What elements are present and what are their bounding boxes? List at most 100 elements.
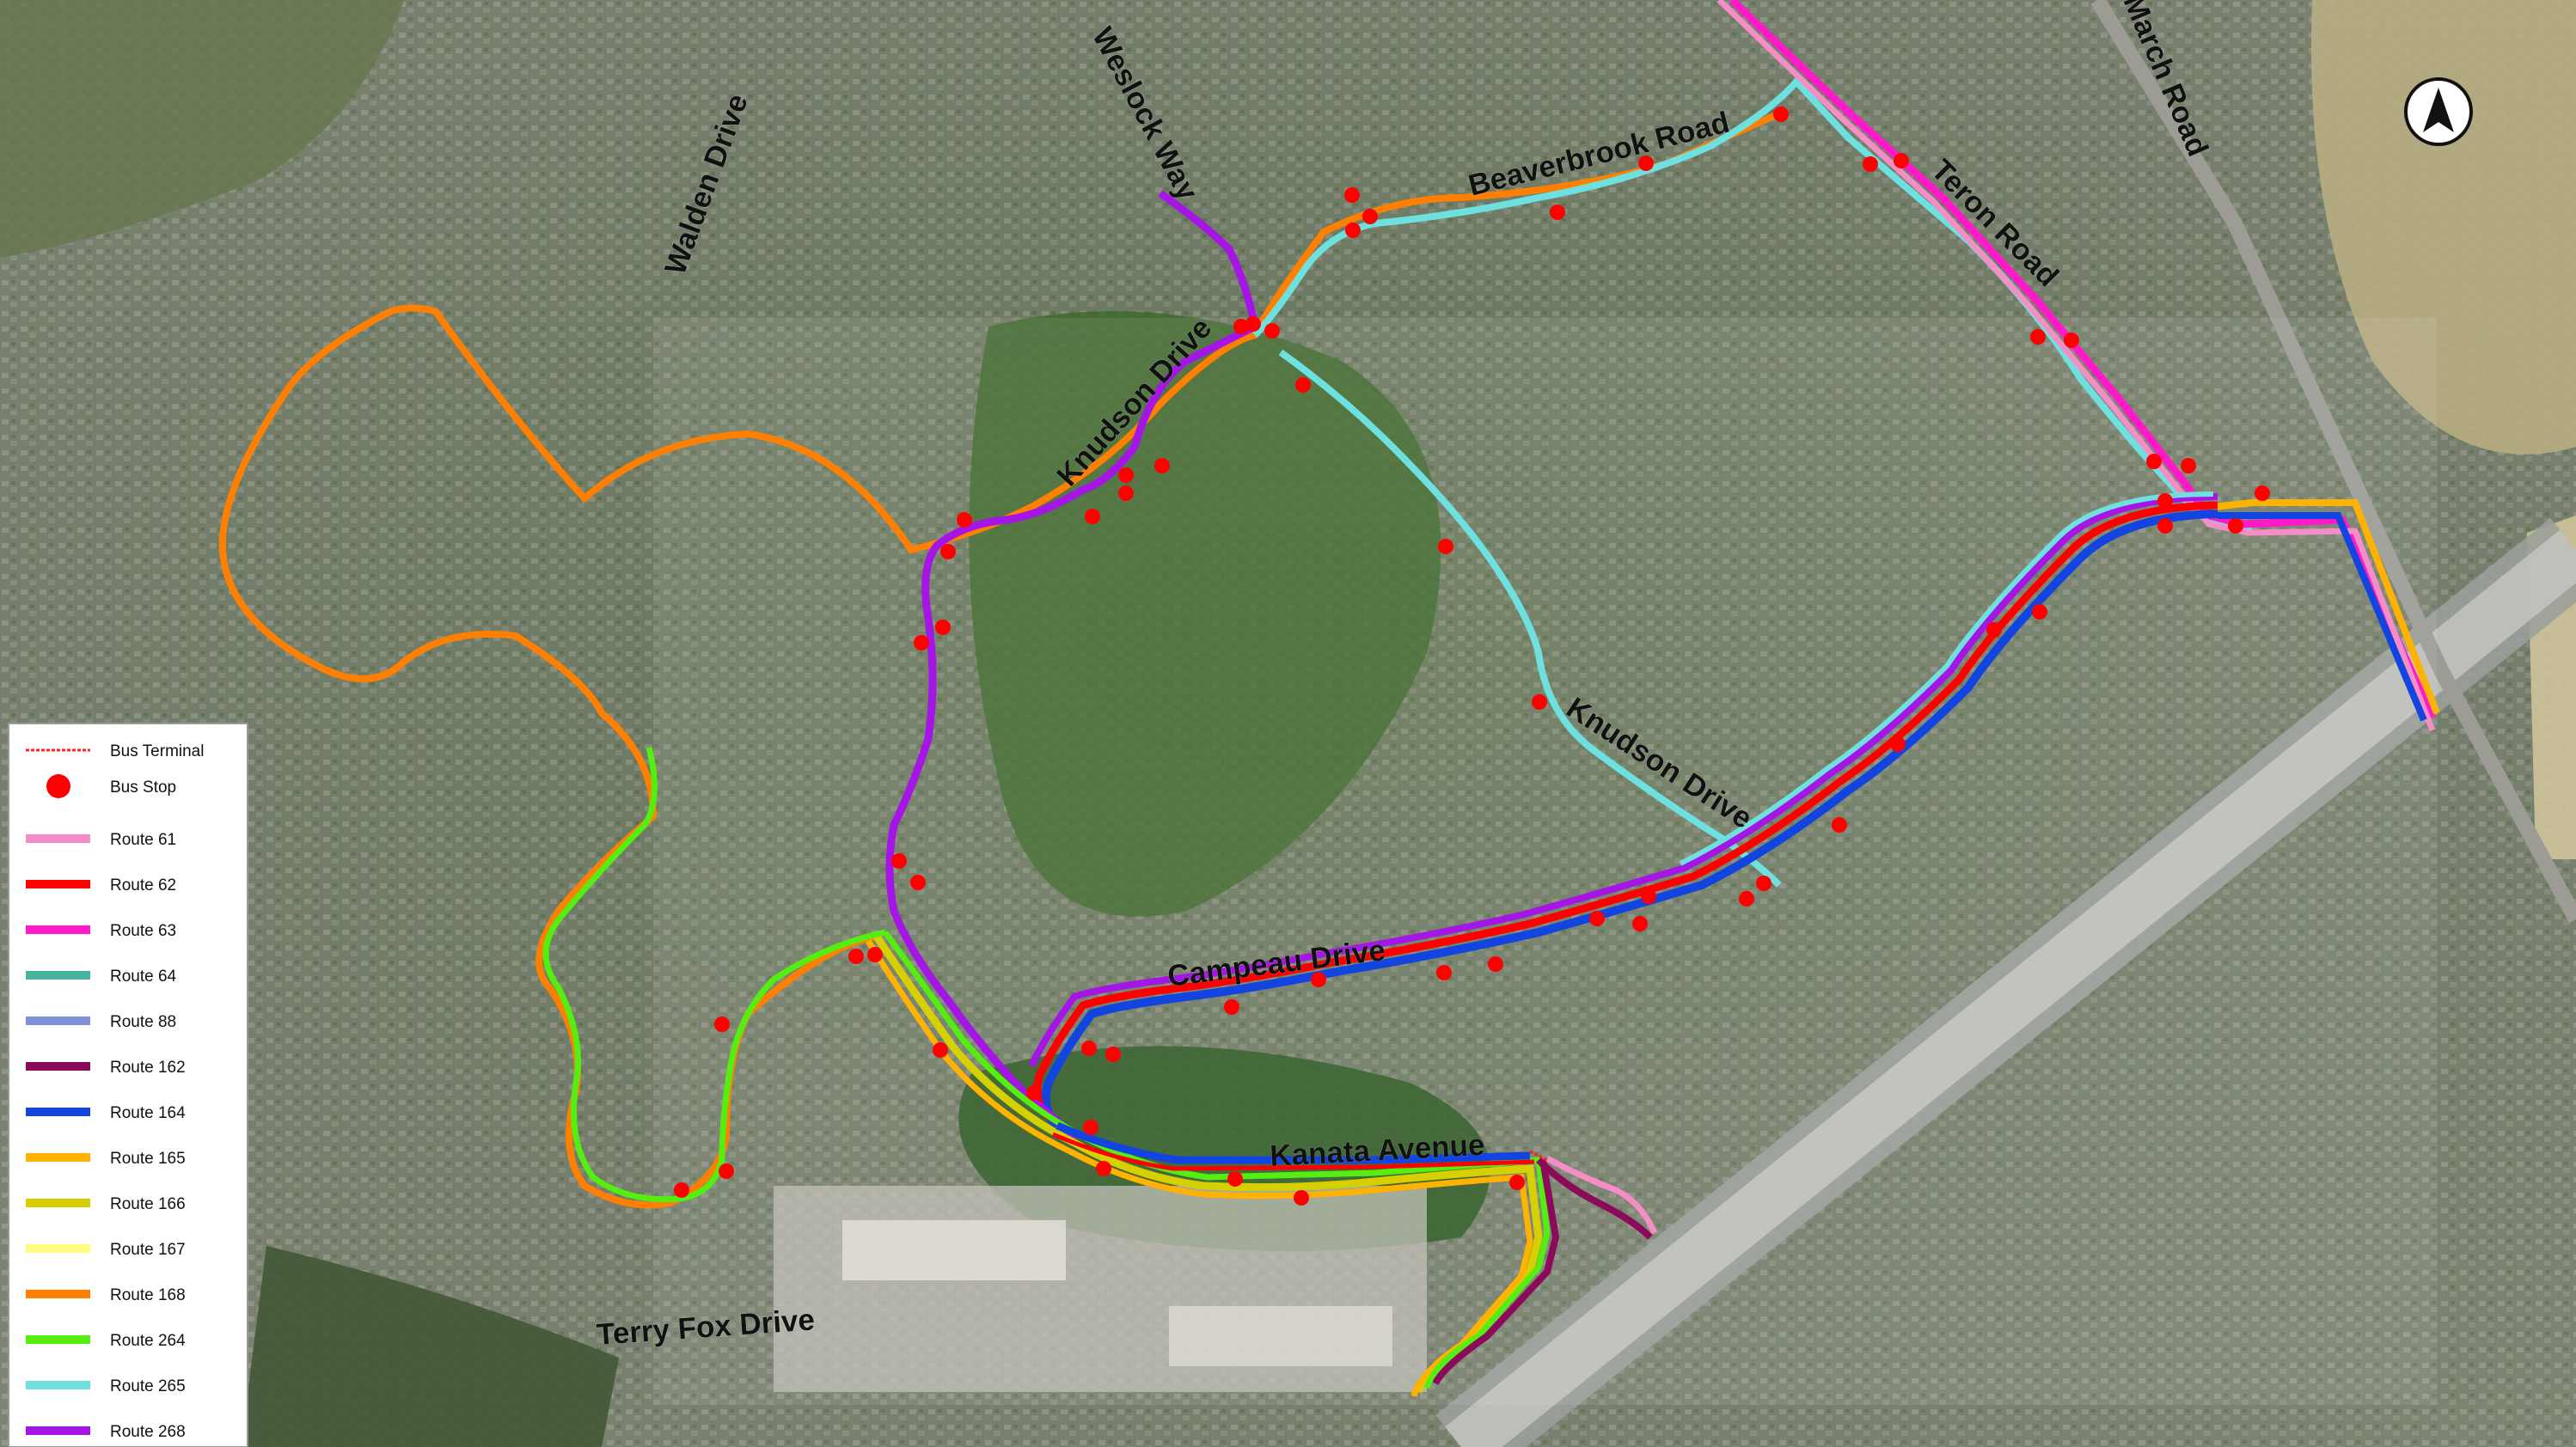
bus-stop-icon[interactable] (1264, 323, 1280, 339)
bus-stop-icon[interactable] (1311, 972, 1326, 987)
bus-stop-icon[interactable] (2255, 485, 2270, 501)
bus-stop-icon[interactable] (1224, 999, 1239, 1015)
bus-stop-icon[interactable] (1509, 1175, 1525, 1190)
bus-stop-icon[interactable] (957, 512, 972, 528)
bus-stop-icon[interactable] (1773, 107, 1789, 122)
route-164-kanata[interactable] (1055, 1121, 1531, 1164)
bus-stop-icon[interactable] (1345, 223, 1361, 238)
legend-routes: Route 61 Route 62 Route 63 Route 64 Route 88… (26, 831, 186, 1441)
bus-stop-icon[interactable] (1026, 1085, 1042, 1101)
bus-stops (674, 107, 2270, 1206)
bus-stop-icon[interactable] (2146, 454, 2162, 469)
legend-route-row: Route 166 (26, 1195, 186, 1213)
bus-stop-icon[interactable] (1233, 319, 1249, 334)
bus-stop-icon[interactable] (2181, 458, 2196, 473)
route-265-line[interactable] (1252, 76, 2253, 888)
route-168-line[interactable] (218, 304, 878, 1209)
bus-stop-icon[interactable] (1083, 1120, 1098, 1135)
bus-stop-icon[interactable] (2064, 333, 2079, 348)
legend-route-row: Route 88 (26, 1013, 176, 1031)
bus-stop-icon[interactable] (1154, 458, 1170, 473)
legend-stop-label: Bus Stop (110, 778, 176, 797)
route-61-line[interactable] (1716, 0, 2436, 732)
route-268-knudson[interactable] (885, 190, 1260, 1145)
legend-route-label: Route 61 (110, 831, 176, 849)
route-62-kanata[interactable] (1052, 1132, 1535, 1171)
bus-stop-icon[interactable] (1532, 694, 1547, 710)
routes (218, 0, 2440, 1397)
bus-stop-icon[interactable] (1362, 209, 1378, 224)
bus-stop-icon[interactable] (1118, 485, 1134, 501)
bus-stop-icon[interactable] (1894, 153, 1909, 168)
bus-stop-icon[interactable] (1085, 509, 1100, 524)
bus-stop-icon[interactable] (1488, 956, 1503, 972)
bus-stop-icon[interactable] (2157, 493, 2173, 509)
bus-stop-icon[interactable] (1438, 539, 1453, 554)
bus-stop-icon[interactable] (867, 947, 883, 962)
bus-stop-icon[interactable] (891, 853, 907, 869)
bus-stop-icon[interactable] (1986, 622, 2002, 638)
bus-stop-icon[interactable] (2032, 604, 2047, 620)
route-162-line[interactable] (1432, 1157, 1653, 1385)
bus-stop-icon[interactable] (910, 875, 926, 890)
legend-route-row: Route 167 (26, 1241, 186, 1259)
legend-terminal-label: Bus Terminal (110, 742, 204, 760)
bus-stop-icon[interactable] (1756, 876, 1771, 891)
bus-stop-icon[interactable] (1863, 156, 1878, 172)
legend-route-row: Route 64 (26, 968, 177, 986)
bus-stop-icon[interactable] (1632, 916, 1648, 931)
bus-stop-icon[interactable] (1245, 316, 1261, 332)
bus-stop-icon[interactable] (1081, 1041, 1097, 1056)
bus-stop-icon[interactable] (935, 620, 951, 635)
bus-stop-icon[interactable] (1227, 1171, 1243, 1187)
route-268-campeau[interactable] (1028, 493, 2218, 1067)
legend-route-label: Route 162 (110, 1059, 186, 1077)
bus-stop-icon[interactable] (714, 1017, 730, 1032)
bus-stop-icon[interactable] (2030, 329, 2046, 345)
bus-stop-icon[interactable] (1638, 156, 1654, 171)
legend-route-row: Route 165 (26, 1150, 186, 1168)
bus-stop-icon[interactable] (1550, 205, 1565, 220)
legend-route-label: Route 165 (110, 1150, 186, 1168)
bus-stop-icon[interactable] (1832, 817, 1847, 833)
legend-route-label: Route 62 (110, 876, 176, 894)
bus-stop-icon[interactable] (1096, 1161, 1111, 1176)
route-165-line[interactable] (2212, 499, 2440, 715)
bus-stop-icon[interactable] (940, 544, 956, 559)
route-166-kanata[interactable] (873, 934, 1543, 1394)
legend-stop: Bus Stop (46, 774, 176, 798)
legend-terminal: Bus Terminal (26, 742, 204, 760)
bus-stop-icon[interactable] (1118, 467, 1134, 483)
bus-stop-icon[interactable] (1344, 187, 1360, 203)
bus-stop-icon[interactable] (1890, 736, 1906, 752)
bus-stop-icon[interactable] (1641, 888, 1656, 904)
legend-route-label: Route 88 (110, 1013, 176, 1031)
bus-stop-icon[interactable] (2157, 518, 2173, 534)
bus-stop-icon[interactable] (1436, 965, 1452, 980)
bus-stop-icon[interactable] (1739, 891, 1754, 907)
bus-stop-icon[interactable] (914, 635, 929, 650)
bus-stop-icon[interactable] (2228, 518, 2243, 534)
route-265-campeau[interactable] (1679, 491, 2214, 866)
legend-route-label: Route 264 (110, 1332, 186, 1350)
bus-stop-icon[interactable] (674, 1182, 689, 1198)
bus-terminal (1529, 1150, 1548, 1162)
bus-stop-icon[interactable] (719, 1163, 734, 1179)
bus-stop-icon[interactable] (1105, 1047, 1121, 1062)
route-164-line[interactable] (2218, 512, 2427, 722)
bus-stop-icon[interactable] (1589, 911, 1605, 926)
bus-stop-icon[interactable] (1295, 377, 1311, 393)
bus-stop-icon[interactable] (1294, 1190, 1309, 1206)
legend-route-label: Route 164 (110, 1104, 186, 1122)
route-63-line[interactable] (1729, 0, 2437, 719)
legend-route-row: Route 265 (26, 1377, 186, 1395)
bus-stop-icon[interactable] (933, 1042, 948, 1058)
legend-route-row: Route 162 (26, 1059, 186, 1077)
route-61-kanata[interactable] (1545, 1155, 1658, 1235)
legend-route-label: Route 268 (110, 1423, 186, 1441)
bus-stop-icon[interactable] (848, 949, 864, 964)
legend-route-row: Route 63 (26, 922, 176, 940)
legend-route-row: Route 264 (26, 1332, 186, 1350)
